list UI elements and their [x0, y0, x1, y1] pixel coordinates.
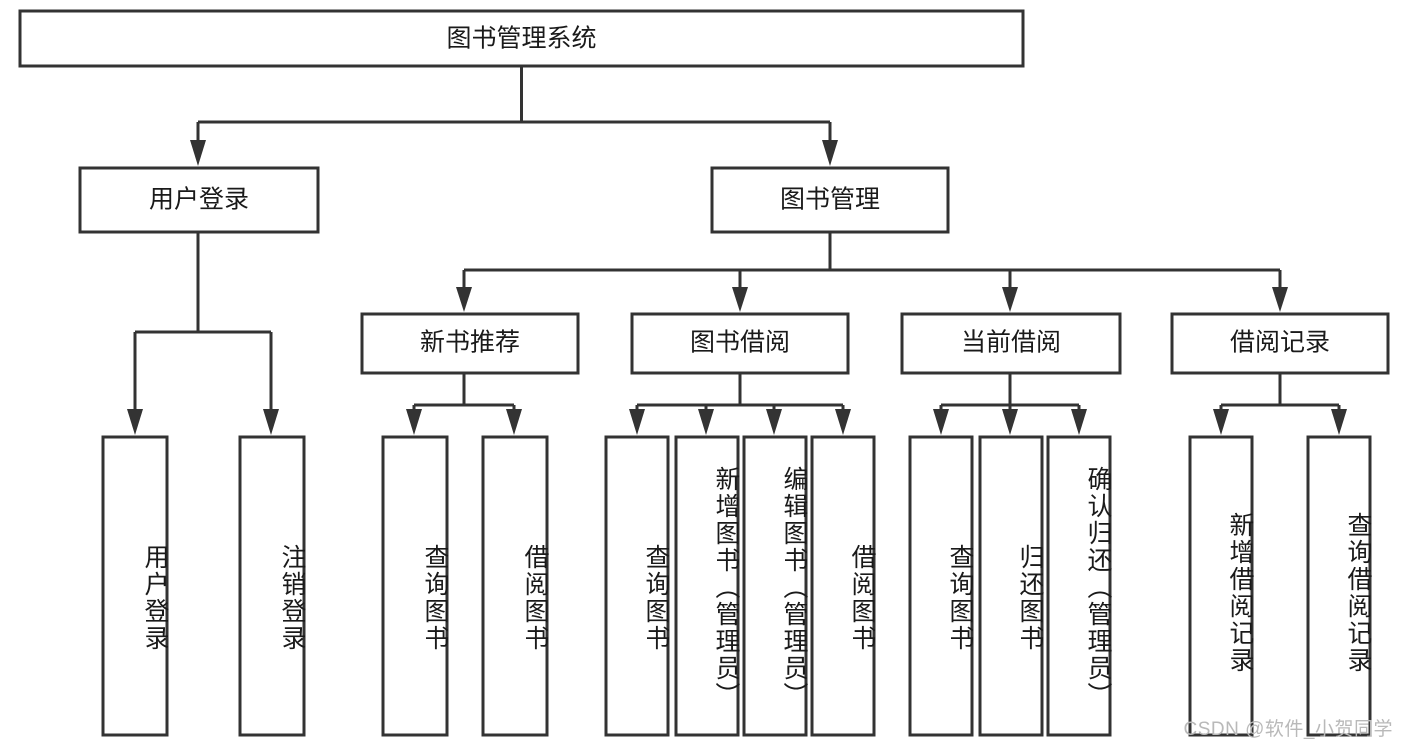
arrow-head-leaf-new-book-0 — [406, 409, 422, 435]
arrow-head-leaf-book-borrow-3 — [835, 409, 851, 435]
arrow-head-leaf-current-borrow-1 — [1002, 409, 1018, 435]
node-box-book-borrow[interactable] — [630, 312, 850, 375]
node-box-leaf-book-borrow-1[interactable] — [674, 435, 740, 737]
node-box-leaf-book-borrow-0[interactable] — [604, 435, 670, 737]
connector-group-book-mgmt — [456, 232, 1288, 312]
node-label-book-management: 图书管理 — [780, 186, 880, 214]
node-box-leaf-book-borrow-2[interactable] — [742, 435, 808, 737]
connector-group-borrow-record — [1213, 373, 1347, 435]
connector-group-current-borrow — [933, 373, 1087, 435]
node-box-user-login[interactable] — [78, 166, 320, 234]
node-box-leaf-current-borrow-1[interactable] — [978, 435, 1044, 737]
arrow-head-leaf-borrow-record-0 — [1213, 409, 1229, 435]
connector-group-book-borrow — [629, 373, 851, 435]
arrow-head-user-login — [190, 140, 206, 166]
arrow-head-leaf-new-book-1 — [506, 409, 522, 435]
node-box-leaf-new-book-1[interactable] — [481, 435, 549, 737]
node-label-current-borrow: 当前借阅 — [961, 329, 1061, 357]
connector-group-new-book — [406, 373, 522, 435]
node-box-leaf-current-borrow-2[interactable] — [1046, 435, 1112, 737]
node-box-title[interactable] — [18, 9, 1025, 68]
arrow-head-leaf-user-login-0 — [127, 409, 143, 435]
node-box-leaf-current-borrow-0[interactable] — [908, 435, 974, 737]
node-label-title: 图书管理系统 — [446, 25, 596, 53]
node-box-leaf-new-book-0[interactable] — [381, 435, 449, 737]
arrow-head-leaf-current-borrow-0 — [933, 409, 949, 435]
arrow-head-level3-2 — [1002, 287, 1018, 312]
node-box-leaf-user-login-1[interactable] — [238, 435, 306, 737]
arrow-head-leaf-book-borrow-1 — [698, 409, 714, 435]
node-box-current-borrow[interactable] — [900, 312, 1122, 375]
node-box-leaf-borrow-record-1[interactable] — [1306, 435, 1372, 737]
node-label-borrow-record: 借阅记录 — [1230, 329, 1330, 357]
node-box-new-book-recommend[interactable] — [360, 312, 580, 375]
arrow-head-leaf-user-login-1 — [263, 409, 279, 435]
arrow-head-level3-1 — [732, 287, 748, 312]
arrow-head-leaf-book-borrow-2 — [766, 409, 782, 435]
arrow-head-leaf-current-borrow-2 — [1071, 409, 1087, 435]
node-box-leaf-user-login-0[interactable] — [101, 435, 169, 737]
arrow-head-leaf-book-borrow-0 — [629, 409, 645, 435]
arrow-head-level3-0 — [456, 287, 472, 312]
node-box-borrow-record[interactable] — [1170, 312, 1390, 375]
node-box-leaf-book-borrow-3[interactable] — [810, 435, 876, 737]
node-label-user-login: 用户登录 — [149, 186, 249, 214]
connector-group-root — [190, 66, 838, 166]
arrow-head-book-mgmt — [822, 140, 838, 166]
node-label-book-borrow: 图书借阅 — [690, 329, 790, 357]
arrow-head-leaf-borrow-record-1 — [1331, 409, 1347, 435]
node-label-new-book-recommend: 新书推荐 — [420, 329, 520, 357]
node-box-leaf-borrow-record-0[interactable] — [1188, 435, 1254, 737]
connector-group-user-login — [127, 232, 279, 435]
csdn-watermark: CSDN @软件_小贺同学 — [1183, 719, 1393, 740]
node-box-book-management[interactable] — [710, 166, 950, 234]
arrow-head-level3-3 — [1272, 287, 1288, 312]
